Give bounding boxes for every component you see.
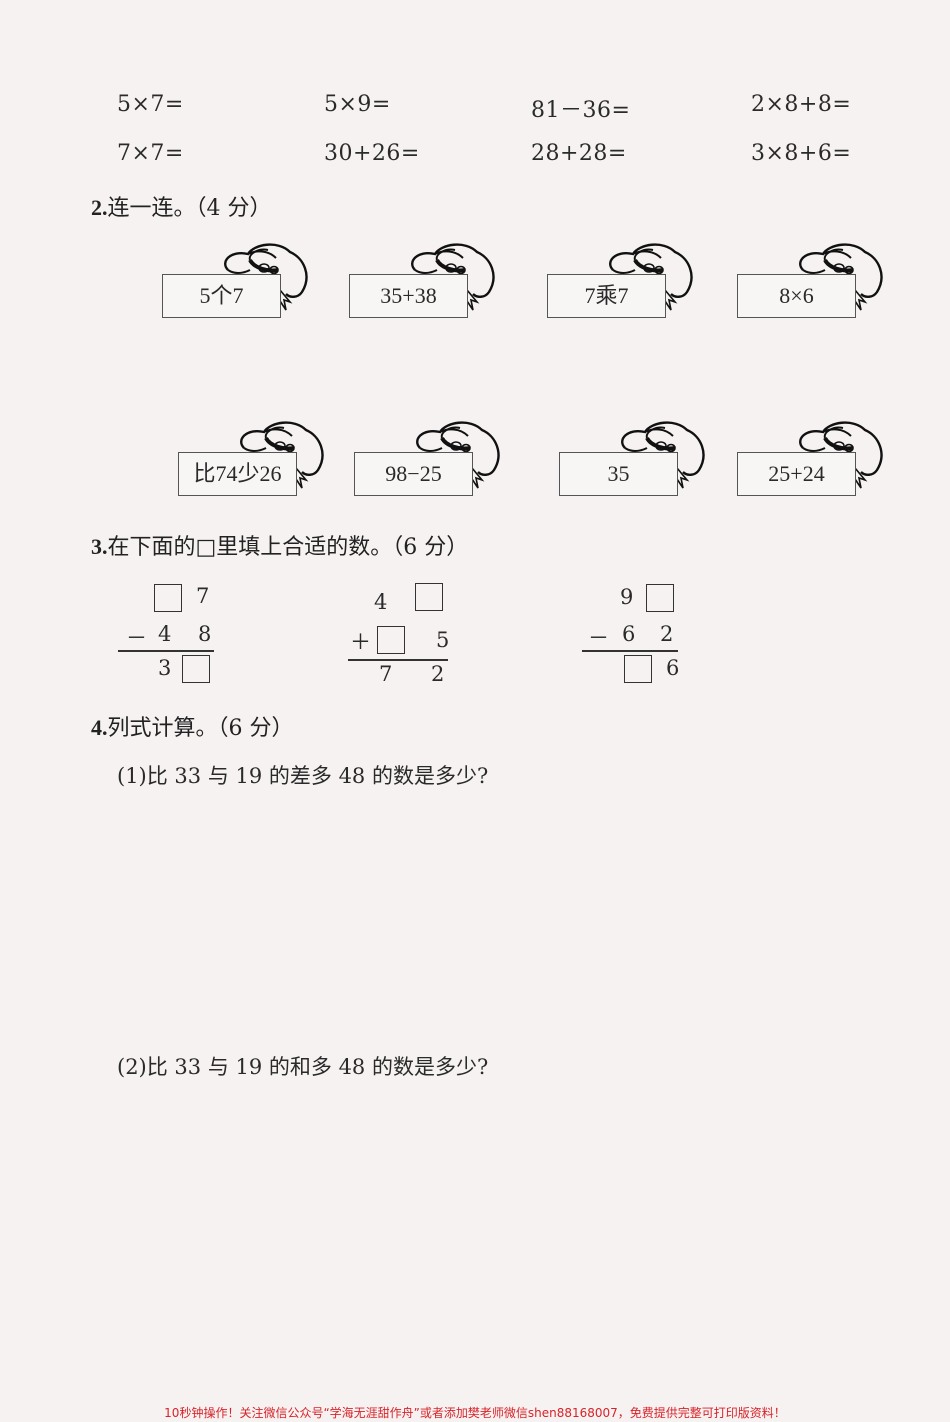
vertical-subtraction-3: 9 － 6 2 6 xyxy=(582,580,682,690)
sum-line xyxy=(582,650,678,652)
question-title: 列式计算。（6 分） xyxy=(107,716,294,741)
question-4-heading: 4.列式计算。（6 分） xyxy=(91,710,294,742)
calc-item: 2×8+8= xyxy=(751,92,852,117)
question-number: 4. xyxy=(91,715,108,740)
vertical-addition-2: 4 ＋ 5 7 2 xyxy=(348,580,453,690)
calc-item: 30+26= xyxy=(324,141,420,166)
word-problem-1: (1)比 33 与 19 的差多 48 的数是多少? xyxy=(117,764,489,788)
answer-area-1[interactable] xyxy=(117,800,817,1030)
match-card[interactable]: 25+24 xyxy=(737,452,856,496)
calc-item: 3×8+6= xyxy=(751,141,852,166)
answer-box[interactable] xyxy=(624,655,652,683)
digit: 2 xyxy=(660,622,674,646)
sum-line xyxy=(348,659,448,661)
question-number: 2. xyxy=(91,195,108,220)
digit: 3 xyxy=(158,656,172,680)
match-card[interactable]: 35 xyxy=(559,452,678,496)
match-card[interactable]: 比74少26 xyxy=(178,452,297,496)
calc-item: 28+28= xyxy=(531,141,627,166)
question-title: 在下面的□里填上合适的数。（6 分） xyxy=(107,535,469,560)
match-card[interactable]: 5个7 xyxy=(162,274,281,318)
calc-item: 5×7= xyxy=(117,92,184,117)
digit: 9 xyxy=(620,585,634,609)
question-number: 3. xyxy=(91,534,108,559)
answer-box[interactable] xyxy=(646,584,674,612)
calc-item: 7×7= xyxy=(117,141,184,166)
answer-box[interactable] xyxy=(154,584,182,612)
answer-box[interactable] xyxy=(182,655,210,683)
digit: 7 xyxy=(379,662,393,686)
question-title: 连一连。（4 分） xyxy=(107,196,272,221)
digit: 6 xyxy=(622,622,636,646)
digit: 2 xyxy=(431,662,445,686)
footer-promo-text: 10秒钟操作！关注微信公众号“学海无涯甜作舟”或者添加樊老师微信shen8816… xyxy=(164,1406,786,1420)
digit: 6 xyxy=(666,656,680,680)
question-3-heading: 3.在下面的□里填上合适的数。（6 分） xyxy=(91,529,468,561)
answer-area-2[interactable] xyxy=(117,1090,817,1380)
operator: ＋ xyxy=(350,630,371,654)
answer-box[interactable] xyxy=(377,626,405,654)
question-2-heading: 2.连一连。（4 分） xyxy=(91,190,272,222)
digit: 5 xyxy=(436,628,450,652)
digit: 7 xyxy=(196,584,210,608)
match-card[interactable]: 8×6 xyxy=(737,274,856,318)
digit: 4 xyxy=(158,622,172,646)
calc-item: 81－36= xyxy=(531,98,631,123)
match-card[interactable]: 98−25 xyxy=(354,452,473,496)
digit: 8 xyxy=(198,622,212,646)
match-card[interactable]: 35+38 xyxy=(349,274,468,318)
operator: － xyxy=(588,626,609,650)
sum-line xyxy=(118,650,214,652)
word-problem-2: (2)比 33 与 19 的和多 48 的数是多少? xyxy=(117,1055,489,1079)
digit: 4 xyxy=(374,590,388,614)
vertical-subtraction-1: 7 － 4 8 3 xyxy=(118,580,218,690)
operator: － xyxy=(126,626,147,650)
match-card[interactable]: 7乘7 xyxy=(547,274,666,318)
calc-item: 5×9= xyxy=(324,92,391,117)
answer-box[interactable] xyxy=(415,583,443,611)
